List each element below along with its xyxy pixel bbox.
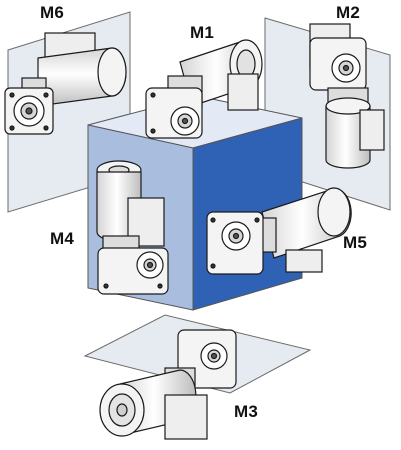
motor-m4 — [96, 160, 169, 295]
motor-m6 — [4, 32, 127, 135]
motor-m3 — [99, 329, 237, 440]
motor-m1 — [145, 39, 263, 139]
label-m5: M5 — [343, 233, 368, 252]
label-m4: M4 — [50, 229, 75, 248]
motor-m2 — [309, 23, 385, 169]
motor-m5 — [206, 187, 352, 275]
label-m6: M6 — [40, 3, 65, 22]
label-m2: M2 — [336, 3, 361, 22]
label-m1: M1 — [190, 23, 215, 42]
label-m3: M3 — [234, 402, 259, 421]
